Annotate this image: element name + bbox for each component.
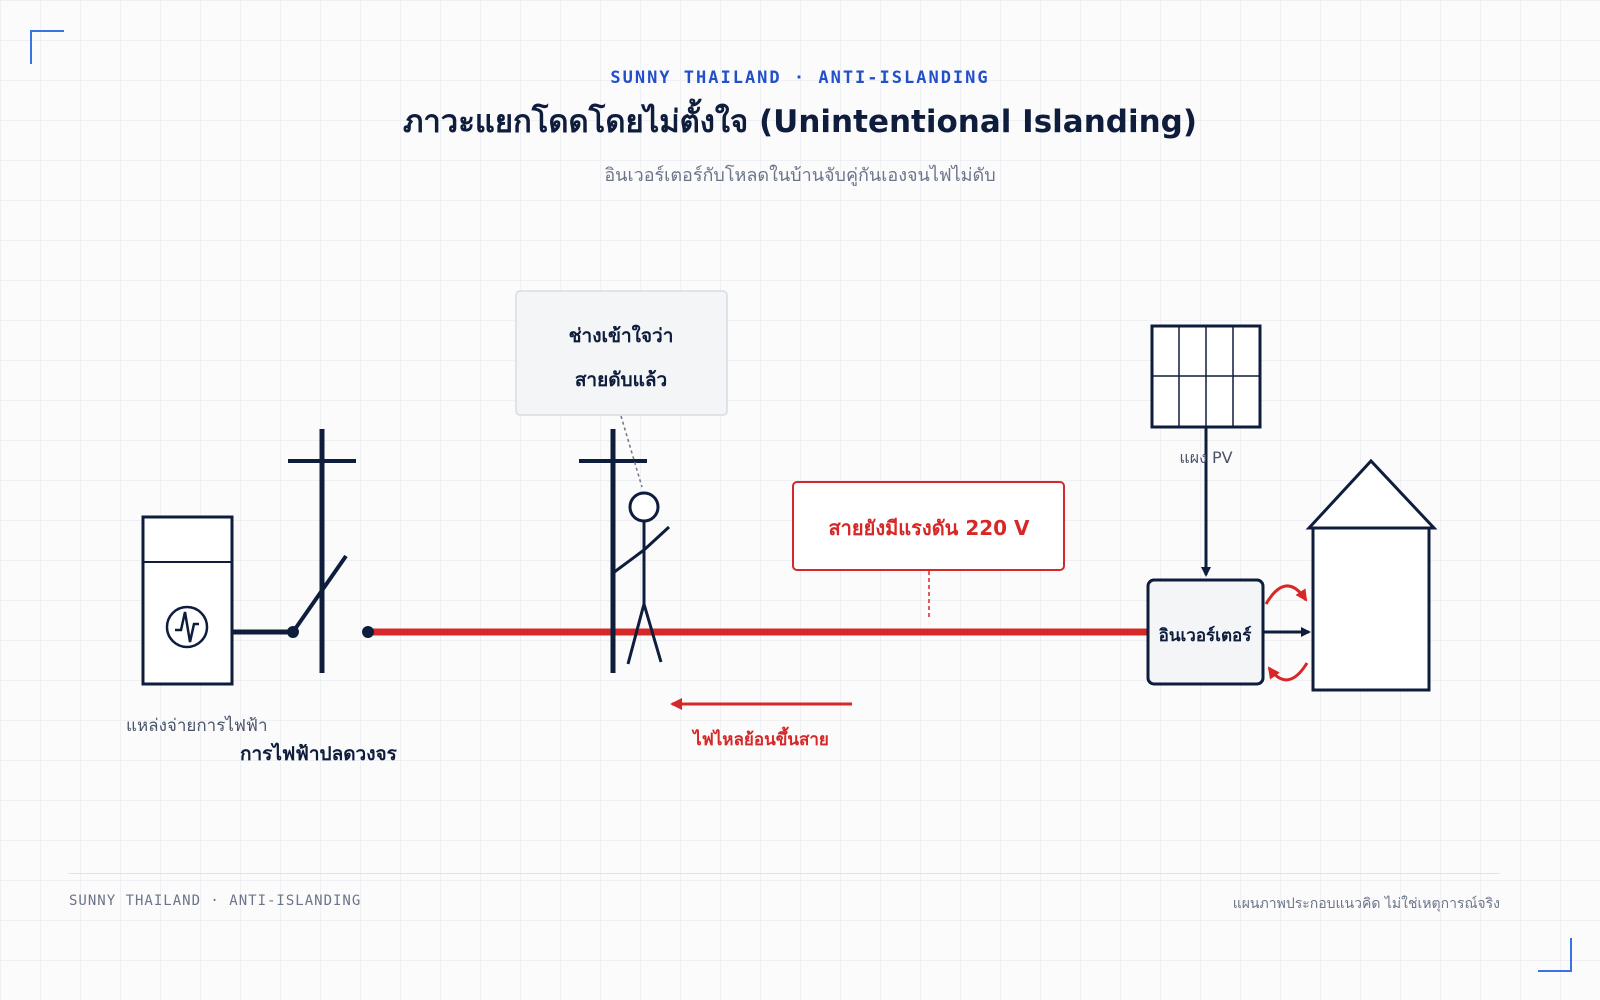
pv-panel (1150, 324, 1262, 429)
footer-disclaimer: แผนภาพประกอบแนวคิด ไม่ใช่เหตุการณ์จริง (1232, 896, 1500, 912)
worker-callout-line2: สายดับแล้ว (575, 369, 667, 391)
eyebrow: SUNNY THAILAND · ANTI-ISLANDING (610, 68, 990, 88)
house (1305, 458, 1438, 692)
worker-callout-box (515, 290, 728, 416)
breaker-open-contact (362, 626, 374, 638)
page-title: ภาวะแยกโดดโดยไม่ตั้งใจ (Unintentional Is… (402, 104, 1198, 140)
utility-pole-1 (288, 429, 356, 673)
page-subtitle: อินเวอร์เตอร์กับโหลดในบ้านจับคู่กันเองจน… (604, 165, 996, 186)
line-voltage-label: สายยังมีแรงดัน 220 V (828, 516, 1030, 540)
pv-label: แผง PV (1179, 448, 1232, 467)
corner-mark-top-left (30, 30, 64, 64)
loop-arrow-bottom (1267, 662, 1309, 682)
utility-source (141, 515, 234, 686)
backfeed-label: ไฟไหลย้อนขึ้นสาย (691, 726, 829, 750)
grid-disconnect-label: การไฟฟ้าปลดวงจร (240, 742, 398, 765)
utility-pole-2 (579, 429, 647, 673)
footer-divider (68, 873, 1500, 874)
line-voltage-callout-box (792, 481, 1065, 571)
footer-brand: SUNNY THAILAND · ANTI-ISLANDING (69, 893, 362, 909)
worker-callout-line1: ช่างเข้าใจว่า (569, 324, 674, 347)
header: SUNNY THAILAND · ANTI-ISLANDING ภาวะแยกโ… (0, 68, 1600, 189)
loop-arrow-top (1264, 584, 1308, 605)
grid-source-label: แหล่งจ่ายการไฟฟ้า (126, 715, 268, 736)
lineman-figure (612, 491, 671, 665)
worker-callout-leader (620, 415, 643, 488)
corner-mark-bottom-right (1538, 938, 1572, 972)
inverter-label: อินเวอร์เตอร์ (1159, 625, 1253, 646)
